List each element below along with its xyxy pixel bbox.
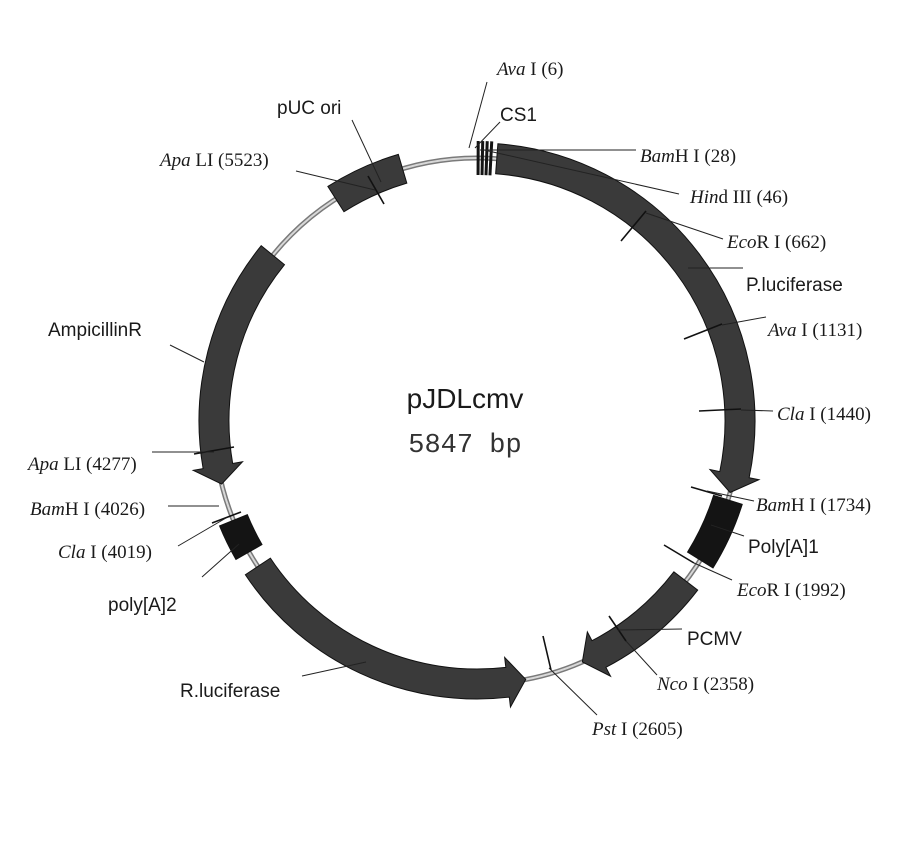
cs1-bar (480, 141, 485, 176)
site-tick-nco-2358 (608, 615, 627, 642)
site-tick-ava-1131 (683, 323, 723, 340)
leader-pcmv (617, 628, 683, 631)
leader-ampr (169, 344, 205, 363)
site-label-eco-662: EcoR I (662) (726, 232, 826, 253)
feature-labels: CS1 P.luciferase Poly[A]1 PCMV R.lucifer… (48, 98, 843, 702)
cs1-bar (488, 141, 494, 176)
leader-cla-4019 (177, 517, 227, 547)
site-tick-bam-1734 (690, 486, 723, 497)
feature-label-p-luciferase: P.luciferase (746, 275, 843, 296)
feature-arc-poly-a-2 (218, 513, 263, 561)
leader-polya2 (201, 543, 240, 578)
feature-arc-r-luciferase (244, 557, 527, 709)
site-label-cla-4019: Cla I (4019) (58, 542, 152, 563)
site-tick-eco-1992 (663, 544, 695, 564)
leader-bam-1734 (706, 490, 755, 502)
site-label-bam-28: BamH I (28) (640, 146, 736, 167)
site-label-eco-1992: EcoR I (1992) (736, 580, 846, 601)
site-label-bam-1734: BamH I (1734) (756, 495, 871, 516)
feature-arcs (191, 140, 761, 709)
site-tick-cla-4019 (211, 511, 242, 524)
leader-puc (351, 119, 382, 183)
cs1-bar (484, 141, 489, 176)
feature-label-ampicillinr: AmpicillinR (48, 320, 142, 341)
site-label-ava-6: Ava I (6) (495, 59, 563, 80)
site-tick-eco-662 (620, 210, 647, 242)
feature-label-polya1: Poly[A]1 (748, 537, 819, 558)
feature-label-polya2: poly[A]2 (108, 595, 177, 616)
leader-cla-1440 (740, 409, 774, 412)
leader-nco-2358 (625, 640, 658, 676)
site-tick-apa-4277 (193, 446, 235, 455)
label-leaders (152, 81, 774, 716)
site-ticks (193, 175, 742, 671)
site-label-hin-46: Hind III (46) (689, 187, 788, 208)
site-label-apa-5523: Apa LI (5523) (158, 150, 269, 171)
feature-arc-p-luciferase (495, 143, 761, 494)
feature-arc-poly-a-1 (686, 494, 743, 569)
site-label-cla-1440: Cla I (1440) (777, 404, 871, 425)
leader-rluc (301, 661, 367, 677)
site-tick-pst-2605 (542, 635, 552, 671)
leader-hin-46 (483, 149, 680, 195)
leader-polya1 (710, 524, 745, 537)
leader-ava-6 (468, 81, 488, 149)
feature-arc-cs1 (476, 140, 494, 176)
plasmid-name: pJDLcmv (407, 383, 524, 414)
site-label-ava-1131: Ava I (1131) (766, 320, 862, 341)
feature-label-puc-ori: pUC ori (277, 98, 341, 119)
leader-ava-1131 (721, 316, 767, 326)
site-tick-apa-5523 (367, 175, 385, 205)
plasmid-size: 5847 bp (408, 431, 521, 461)
site-label-nco-2358: Nco I (2358) (656, 674, 754, 695)
leader-cs1 (474, 121, 501, 149)
feature-arc-puc-ori (327, 153, 408, 213)
leader-apa-5523 (295, 170, 376, 191)
site-tick-cla-1440 (698, 408, 742, 412)
feature-label-cs1: CS1 (500, 105, 537, 126)
feature-label-pcmv: PCMV (687, 629, 742, 650)
feature-arc-ampicillinr (191, 245, 286, 485)
leader-pst-2605 (548, 667, 598, 716)
leader-eco-662 (645, 212, 724, 240)
site-label-bam-4026: BamH I (4026) (30, 499, 145, 520)
site-label-pst-2605: Pst I (2605) (591, 719, 683, 740)
site-labels: Ava I (6) BamH I (28) Hind III (46) EcoR… (26, 59, 871, 740)
site-label-apa-4277: Apa LI (4277) (26, 454, 137, 475)
feature-arc-pcmv (581, 571, 699, 678)
leader-eco-1992 (693, 562, 733, 581)
feature-label-r-luciferase: R.luciferase (180, 681, 280, 702)
